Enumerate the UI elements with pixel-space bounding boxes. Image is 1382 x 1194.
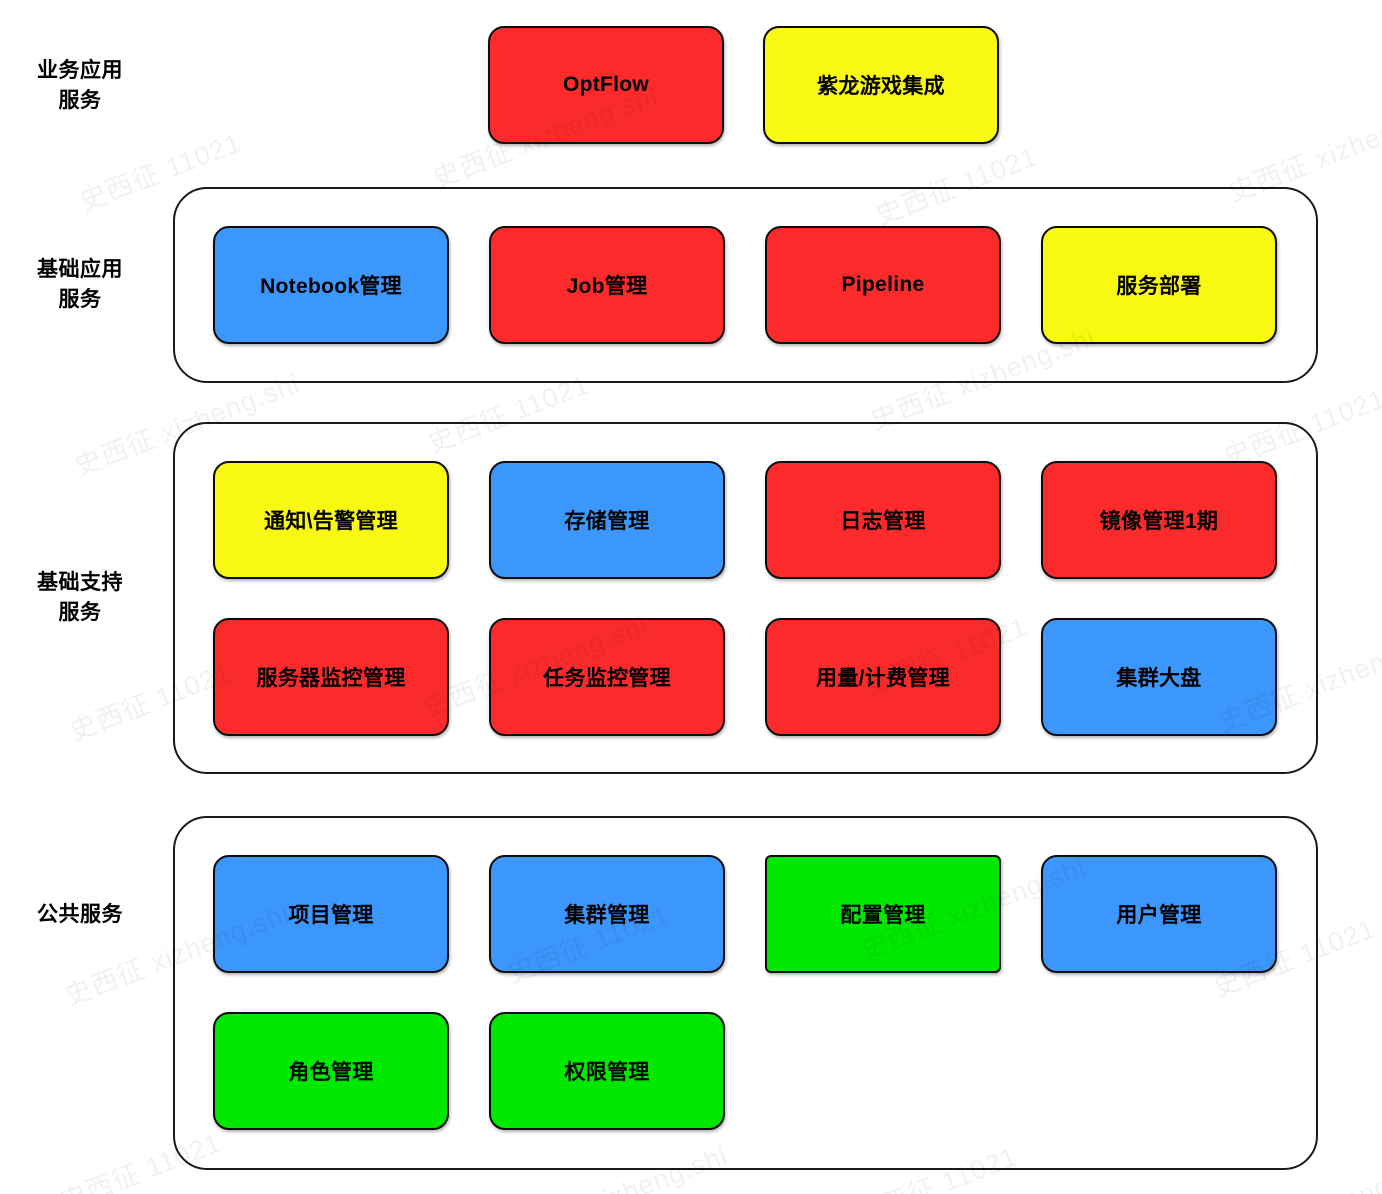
node-server-monitoring-management[interactable]: 服务器监控管理 (213, 618, 449, 736)
layer-label-line2: 服务 (58, 88, 102, 112)
group-container-basic-application-service: Notebook管理 Job管理 Pipeline 服务部署 (173, 187, 1318, 383)
layer-label-line1: 基础应用 (37, 258, 123, 281)
node-job-management[interactable]: Job管理 (489, 226, 725, 344)
node-cluster-dashboard[interactable]: 集群大盘 (1041, 618, 1277, 736)
layer-label-line1: 业务应用 (37, 59, 123, 82)
node-storage-management[interactable]: 存储管理 (489, 461, 725, 579)
group-container-basic-support-service: 通知\告警管理 存储管理 日志管理 镜像管理1期 服务器监控管理 任务监控管理 … (173, 422, 1318, 774)
node-configuration-management[interactable]: 配置管理 (765, 855, 1001, 973)
layer-label-line1: 基础支持 (37, 571, 123, 594)
node-project-management[interactable]: 项目管理 (213, 855, 449, 973)
layer-label-line2: 服务 (58, 600, 102, 624)
layer-label-line1: 公共服务 (37, 903, 123, 926)
node-pipeline[interactable]: Pipeline (765, 226, 1001, 344)
node-notebook-management[interactable]: Notebook管理 (213, 226, 449, 344)
node-zilong-game-integration[interactable]: 紫龙游戏集成 (763, 26, 999, 144)
layer-label-line2: 服务 (58, 287, 102, 311)
layer-label-business-application-service: 业务应用 服务 (0, 56, 160, 116)
layer-label-basic-support-service: 基础支持 服务 (0, 568, 160, 628)
node-user-management[interactable]: 用户管理 (1041, 855, 1277, 973)
node-log-management[interactable]: 日志管理 (765, 461, 1001, 579)
layer-label-basic-application-service: 基础应用 服务 (0, 255, 160, 315)
node-role-management[interactable]: 角色管理 (213, 1012, 449, 1130)
node-optflow[interactable]: OptFlow (488, 26, 724, 144)
group-container-public-service: 项目管理 集群管理 配置管理 用户管理 角色管理 权限管理 (173, 816, 1318, 1170)
layer-label-public-service: 公共服务 (0, 900, 160, 930)
node-cluster-management[interactable]: 集群管理 (489, 855, 725, 973)
node-image-management-phase1[interactable]: 镜像管理1期 (1041, 461, 1277, 579)
node-service-deployment[interactable]: 服务部署 (1041, 226, 1277, 344)
node-usage-billing-management[interactable]: 用量/计费管理 (765, 618, 1001, 736)
node-permission-management[interactable]: 权限管理 (489, 1012, 725, 1130)
node-task-monitoring-management[interactable]: 任务监控管理 (489, 618, 725, 736)
node-notification-alarm-management[interactable]: 通知\告警管理 (213, 461, 449, 579)
